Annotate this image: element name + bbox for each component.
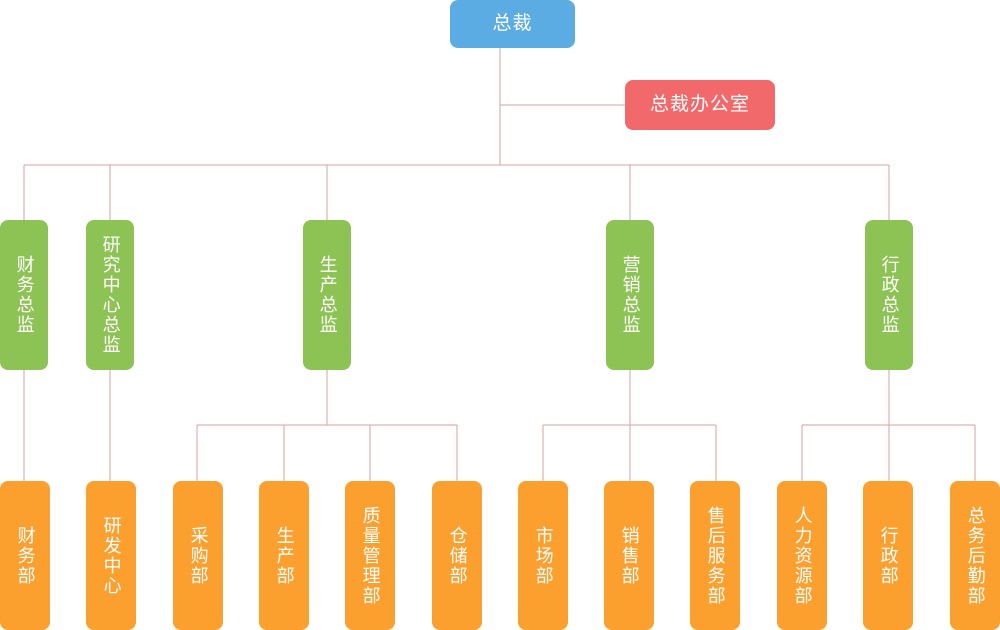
node-purchasing-dept-label: 采购部 xyxy=(188,525,209,586)
node-finance-dept[interactable]: 财务部 xyxy=(0,481,50,630)
node-quality-dept[interactable]: 质量管理部 xyxy=(345,481,395,630)
node-market-dept[interactable]: 市场部 xyxy=(518,481,568,630)
node-rd-center-label: 研发中心 xyxy=(101,515,122,596)
node-admin-director[interactable]: 行政总监 xyxy=(865,220,913,370)
node-aftersales-dept-label: 售后服务部 xyxy=(705,505,726,606)
node-admin-dept[interactable]: 行政部 xyxy=(863,481,913,630)
node-marketing-director[interactable]: 营销总监 xyxy=(606,220,654,370)
node-production-dept-label: 生产部 xyxy=(274,525,295,586)
node-finance-director-label: 财务总监 xyxy=(14,255,35,335)
node-marketing-director-label: 营销总监 xyxy=(620,255,641,335)
node-aftersales-dept[interactable]: 售后服务部 xyxy=(690,481,740,630)
node-admin-dept-label: 行政部 xyxy=(878,525,899,586)
node-rd-director-label: 研究中心总监 xyxy=(100,235,121,355)
node-president-office-label: 总裁办公室 xyxy=(649,93,750,115)
node-warehouse-dept[interactable]: 仓储部 xyxy=(432,481,482,630)
node-finance-director[interactable]: 财务总监 xyxy=(0,220,48,370)
node-sales-dept[interactable]: 销售部 xyxy=(604,481,654,630)
node-president-office[interactable]: 总裁办公室 xyxy=(625,80,775,130)
node-hr-dept-label: 人力资源部 xyxy=(792,505,813,606)
node-admin-director-label: 行政总监 xyxy=(879,255,900,335)
node-sales-dept-label: 销售部 xyxy=(619,525,640,586)
node-production-dept[interactable]: 生产部 xyxy=(259,481,309,630)
node-president-label: 总裁 xyxy=(492,12,533,34)
node-hr-dept[interactable]: 人力资源部 xyxy=(777,481,827,630)
node-purchasing-dept[interactable]: 采购部 xyxy=(173,481,223,630)
node-rd-center[interactable]: 研发中心 xyxy=(86,481,136,630)
node-rd-director[interactable]: 研究中心总监 xyxy=(86,220,134,370)
node-logistics-dept-label: 总务后勤部 xyxy=(965,505,986,606)
node-warehouse-dept-label: 仓储部 xyxy=(447,525,468,586)
node-president[interactable]: 总裁 xyxy=(450,0,575,48)
node-market-dept-label: 市场部 xyxy=(533,525,554,586)
node-logistics-dept[interactable]: 总务后勤部 xyxy=(950,481,1000,630)
node-production-director[interactable]: 生产总监 xyxy=(303,220,351,370)
node-finance-dept-label: 财务部 xyxy=(15,525,36,586)
node-quality-dept-label: 质量管理部 xyxy=(360,505,381,606)
node-production-director-label: 生产总监 xyxy=(317,255,338,335)
